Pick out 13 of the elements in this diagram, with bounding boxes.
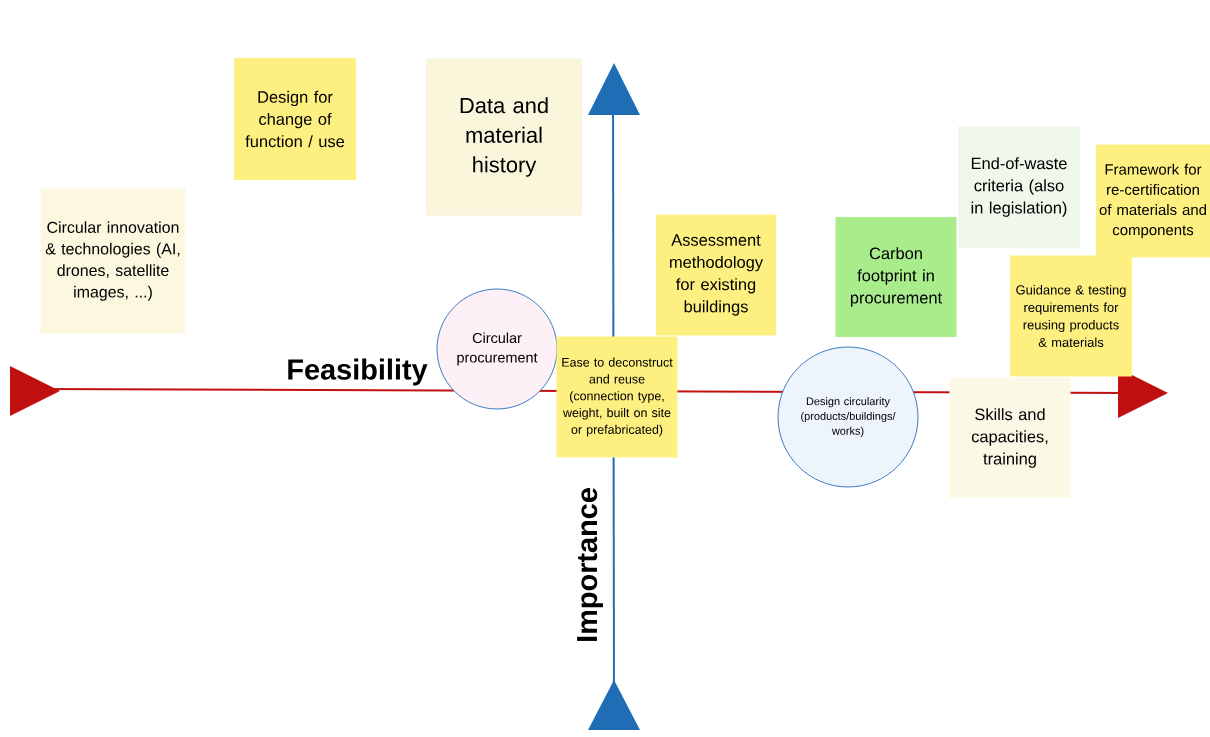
sticky-note: Guidance & testing requirements for reusing products & materials	[1010, 255, 1132, 377]
sticky-note: Data and material history	[426, 58, 582, 216]
sticky-note: Design for change of function / use	[234, 58, 356, 180]
sticky-note: End-of-waste criteria (also in legislation)	[958, 126, 1080, 248]
sticky-note: Framework for re-certification of materials and components	[1096, 144, 1210, 258]
sticky-note: Skills and capacities, training	[949, 378, 1071, 498]
sticky-note: Carbon footprint in procurement	[835, 217, 957, 337]
circle-node: Circular procurement	[436, 288, 558, 410]
sticky-note: Assessment methodology for existing buildings	[656, 214, 776, 336]
sticky-note: Ease to deconstruct and reuse (connection type, weight, built on site or prefabricated)	[556, 336, 678, 458]
circle-node: Design circularity (products/buildings/ works)	[777, 346, 919, 488]
sticky-note: Circular innovation & technologies (AI, drones, satellite images, ...)	[40, 188, 186, 334]
axis-label: Importance	[577, 488, 603, 641]
